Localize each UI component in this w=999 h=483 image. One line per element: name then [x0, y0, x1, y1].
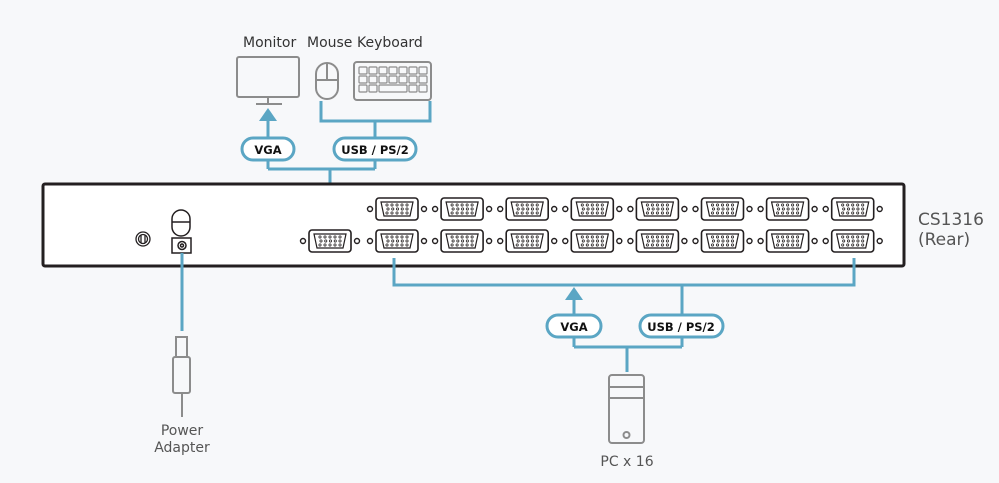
console-usb-pill: USB / PS/2: [332, 136, 418, 162]
keyboard-label: Keyboard: [357, 35, 423, 51]
pc-cables: [392, 258, 856, 372]
device-view-label: (Rear): [918, 230, 970, 250]
arrow-up-icon: [565, 287, 583, 300]
pc-port: [692, 229, 753, 253]
pc-port: [497, 229, 558, 253]
device-model-label: CS1316: [918, 210, 984, 230]
console-usb-label: USB / PS/2: [341, 143, 409, 157]
pc-port: [627, 229, 688, 253]
pc-port-grid: [366, 197, 883, 253]
console-port: [299, 229, 361, 253]
pc-port: [366, 229, 428, 253]
power-switch-icon: [171, 209, 191, 237]
mouse-icon: [315, 62, 339, 100]
kvm-chassis: [41, 182, 906, 268]
pc-port: [431, 197, 493, 221]
pc-port-bracket-cable: [392, 258, 856, 287]
pc-usb-pill: USB / PS/2: [638, 313, 725, 339]
power-label-line1: Power: [161, 423, 204, 439]
pc-port: [757, 197, 818, 221]
usb-ps2-peripheral-cable: [319, 101, 432, 123]
console-port-connector: [299, 229, 361, 253]
mouse-label: Mouse: [307, 35, 352, 51]
pc-vga-label: VGA: [560, 320, 587, 334]
pc-port: [822, 197, 883, 221]
pc-usb-label: USB / PS/2: [647, 320, 715, 334]
pc-port: [822, 229, 883, 253]
pc-vga-pill: VGA: [545, 313, 603, 339]
pc-port: [562, 229, 623, 253]
power-label-line2: Adapter: [154, 440, 210, 456]
pc-port: [757, 229, 818, 253]
console-vga-pill: VGA: [240, 136, 296, 162]
pc-port: [692, 197, 753, 221]
pc-port: [366, 197, 428, 221]
pc-port: [562, 197, 623, 221]
power-adapter-icon: [172, 336, 191, 417]
keyboard-icon: [353, 61, 432, 101]
monitor-label: Monitor: [243, 35, 296, 51]
pc-tower-icon: [608, 374, 645, 444]
ground-screw-icon: [135, 231, 151, 247]
pc-port: [497, 197, 558, 221]
monitor-icon: [236, 56, 300, 105]
pc-port: [431, 229, 493, 253]
pc-port: [627, 197, 688, 221]
console-vga-label: VGA: [254, 143, 281, 157]
pc-label: PC x 16: [600, 454, 653, 470]
arrow-up-icon: [259, 108, 277, 121]
